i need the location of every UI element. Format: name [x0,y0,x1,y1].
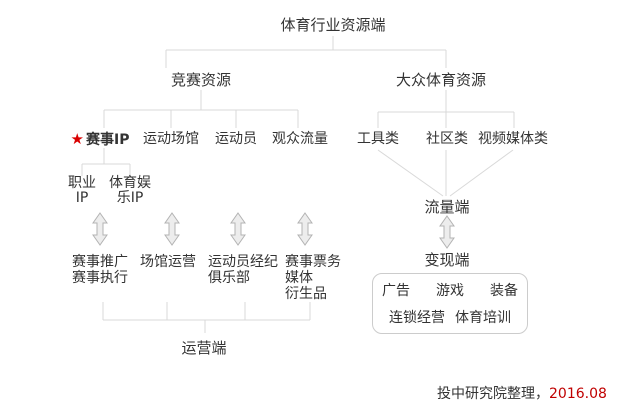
node-sports-venues: 运动场馆 [143,131,199,147]
source-text: 投中研究院整理， [437,386,549,402]
node-audience-traffic: 观众流量 [272,131,328,147]
monetization-item-advertising: 广告 [382,283,410,299]
node-professional-ip: 职业 IP [68,175,96,206]
node-athlete-brokerage-clubs: 运动员经纪 俱乐部 [208,254,278,286]
monetization-row-2: 连锁经营 体育培训 [389,307,511,327]
event-ip-label: 赛事IP [85,132,130,148]
node-event-promotion-execution: 赛事推广 赛事执行 [72,254,128,286]
bidirectional-arrow-4 [297,212,313,246]
connector-traffic-diagonal-right [449,149,514,197]
node-root: 体育行业资源端 [280,16,386,34]
bidirectional-arrow-2 [164,212,180,246]
source-note: 投中研究院整理，2016.08 [437,383,607,403]
node-ticketing-media-derivatives: 赛事票务 媒体 衍生品 [285,254,341,302]
bidirectional-arrow-3 [230,212,246,246]
node-sports-entertainment-ip: 体育娱 乐IP [109,175,151,206]
bidirectional-arrow-traffic [439,215,455,249]
node-mass-sports-resources: 大众体育资源 [395,71,487,89]
node-event-ip: ★赛事IP [71,131,130,148]
connector-traffic-diagonal-left [377,149,444,197]
source-date: 2016.08 [549,386,607,402]
monetization-item-sports-training: 体育培训 [455,310,511,326]
node-traffic-side: 流量端 [424,198,470,216]
node-athletes: 运动员 [215,131,257,147]
node-tools-category: 工具类 [357,131,399,147]
node-operation-side: 运营端 [181,339,227,357]
node-community-category: 社区类 [426,131,468,147]
monetization-item-chain-operation: 连锁经营 [389,310,445,326]
node-video-media-category: 视频媒体类 [478,131,548,147]
monetization-item-games: 游戏 [436,283,464,299]
node-venue-operation: 场馆运营 [140,254,196,270]
node-monetization-side: 变现端 [424,251,470,269]
monetization-row-1: 广告 游戏 装备 [382,280,518,300]
bidirectional-arrow-1 [92,212,108,246]
node-competition-resources: 竞赛资源 [170,71,232,89]
monetization-box: 广告 游戏 装备 连锁经营 体育培训 [372,273,528,334]
star-icon: ★ [70,130,84,148]
monetization-item-equipment: 装备 [490,283,518,299]
